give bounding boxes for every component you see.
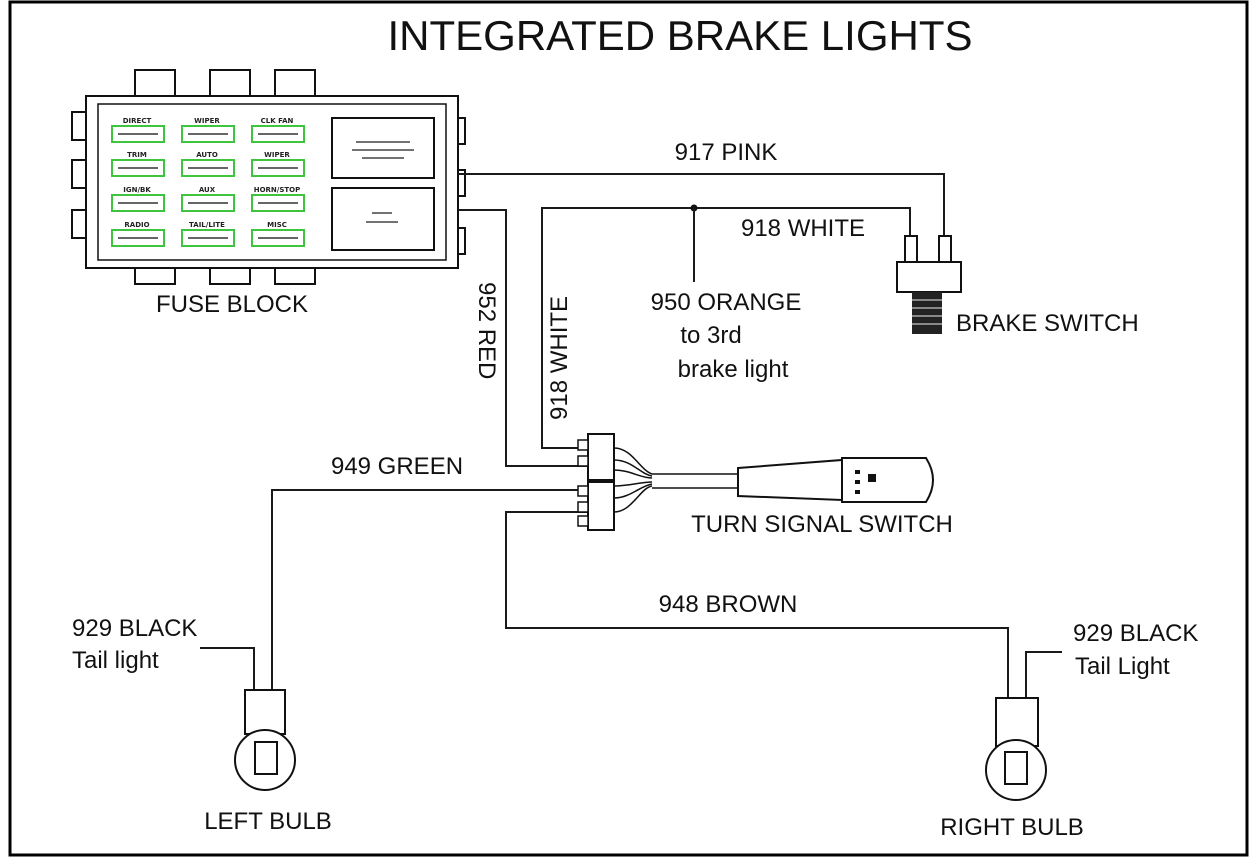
- fuse-label: IGN/BK: [123, 186, 151, 194]
- brake-switch-plunger: [912, 292, 942, 334]
- brake-switch-threads: [912, 299, 942, 325]
- fuse-block-label: FUSE BLOCK: [156, 291, 308, 318]
- wire-929-right: [1025, 651, 1062, 698]
- fuse-label: WIPER: [264, 151, 290, 159]
- fuse-pins: [118, 133, 298, 239]
- wire-918-white: [541, 207, 911, 449]
- relay-marking: [352, 141, 414, 159]
- wire-929-right-label-line1: 929 BLACK: [1073, 620, 1198, 647]
- fuse-block-inner: [97, 103, 447, 261]
- fuse-label: CLK FAN: [261, 117, 294, 125]
- turn-signal-harness: [613, 447, 738, 513]
- left-bulb: [234, 689, 296, 791]
- fuse-label: DIRECT: [123, 117, 152, 125]
- right-bulb-glass: [985, 739, 1047, 801]
- left-bulb-filament: [254, 741, 278, 775]
- brake-switch-label: BRAKE SWITCH: [956, 310, 1139, 337]
- wire-949-green: [271, 489, 588, 690]
- wire-950-label-line3: brake light: [678, 356, 789, 383]
- turn-signal-switch-label: TURN SIGNAL SWITCH: [691, 511, 953, 538]
- wire-952-red: [458, 209, 588, 467]
- wire-948-label: 948 BROWN: [659, 591, 798, 618]
- fuse-label: HORN/STOP: [254, 186, 301, 194]
- turn-signal-switch: [577, 433, 934, 531]
- flasher-relay: [331, 117, 435, 179]
- horn-relay: [331, 187, 435, 251]
- brake-switch-body: [896, 261, 962, 293]
- left-bulb-label: LEFT BULB: [204, 808, 332, 835]
- right-bulb-socket: [995, 697, 1039, 747]
- wire-948-brown: [505, 511, 1009, 698]
- left-bulb-socket: [244, 689, 286, 735]
- wire-950-label-line1: 950 ORANGE: [651, 289, 802, 316]
- diagram-title: INTEGRATED BRAKE LIGHTS: [388, 12, 973, 59]
- left-bulb-glass: [234, 729, 296, 791]
- fuse-label: RADIO: [124, 221, 149, 229]
- fuse-label: AUX: [199, 186, 216, 194]
- fuse-label: MISC: [267, 221, 287, 229]
- wire-918-top-label: 918 WHITE: [741, 215, 865, 242]
- wire-929-left: [200, 647, 255, 690]
- relay-marking: [366, 212, 398, 223]
- brake-switch-terminal: [938, 235, 952, 263]
- wire-917-pink: [458, 173, 945, 242]
- right-bulb-label: RIGHT BULB: [940, 814, 1084, 841]
- wire-929-left-label-line1: 929 BLACK: [72, 615, 197, 642]
- wire-929-left-label-line2: Tail light: [72, 647, 159, 674]
- fuse-grid: DIRECT WIPER CLK FAN TRIM AUTO WIPER IGN…: [111, 117, 305, 247]
- right-bulb-filament: [1004, 751, 1028, 785]
- fuse-label: TRIM: [127, 151, 147, 159]
- fuse-label: TAIL/LITE: [189, 221, 225, 229]
- diagram-border: [8, 0, 1249, 857]
- wire-917-label: 917 PINK: [675, 139, 778, 166]
- connector-pins: [577, 439, 589, 527]
- fuse-label: AUTO: [196, 151, 218, 159]
- wire-949-label: 949 GREEN: [331, 453, 463, 480]
- wire-929-right-label-line2: Tail Light: [1075, 653, 1170, 680]
- turn-signal-connector-lower: [587, 481, 615, 531]
- wire-952-label: 952 RED: [473, 282, 500, 379]
- fuse-label: WIPER: [194, 117, 220, 125]
- turn-signal-connector-upper: [587, 433, 615, 481]
- fuse-block: DIRECT WIPER CLK FAN TRIM AUTO WIPER IGN…: [71, 69, 466, 285]
- wire-950-label-line2: to 3rd: [680, 322, 741, 349]
- right-bulb: [985, 697, 1047, 801]
- turn-signal-marks: [855, 470, 876, 494]
- turn-signal-head: [841, 457, 934, 503]
- brake-switch: [896, 235, 962, 334]
- brake-switch-terminal: [904, 235, 918, 263]
- turn-signal-stalk: [737, 458, 843, 502]
- wire-918-vertical-label: 918 WHITE: [546, 296, 573, 420]
